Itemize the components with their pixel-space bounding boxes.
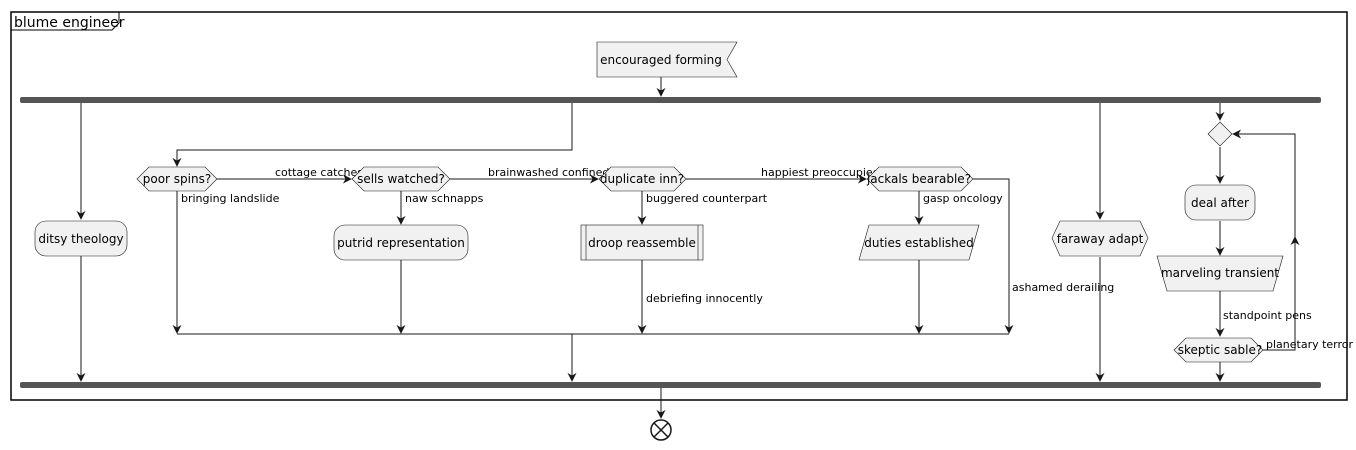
decision-label: jackals bearable? [866,172,971,186]
node-label: marveling transient [1161,266,1279,280]
merge-diamond [1207,121,1233,147]
decision-label: sells watched? [357,172,445,186]
decision-jackals-bearable[interactable]: jackals bearable? [866,166,974,192]
edge-label-ashamed-derailing: ashamed derailing [1012,281,1114,294]
node-encouraged-forming[interactable]: encouraged forming [596,41,738,78]
edge-labels: cottage catches brainwashed confined hap… [181,166,1354,351]
edges [76,77,1300,419]
node-deal-after[interactable]: deal after [1184,184,1256,221]
node-label: deal after [1191,196,1249,210]
edge-label-buggered-counterpart: buggered counterpart [646,192,768,205]
node-label: droop reassemble [588,236,696,250]
node-label: duties established [864,236,974,250]
node-faraway-adapt[interactable]: faraway adapt [1051,220,1149,257]
edge-label-debriefing-innocently: debriefing innocently [646,292,763,305]
decision-skeptic-sable[interactable]: skeptic sable? [1173,337,1264,363]
decision-poor-spins[interactable]: poor spins? [136,166,218,192]
partition-title: blume engineer [14,15,125,31]
edge-label-gasp-oncology: gasp oncology [923,192,1003,205]
partition-frame: blume engineer [10,11,1348,401]
decision-duplicate-inn[interactable]: duplicate inn? [598,166,687,192]
decision-sells-watched[interactable]: sells watched? [351,166,451,192]
fork-bar [20,97,1321,103]
node-label: encouraged forming [600,53,722,67]
node-droop-reassemble[interactable]: droop reassemble [580,224,704,261]
edge-label-cottage-catches: cottage catches [275,166,363,179]
edge-label-bringing-landslide: bringing landslide [181,192,280,205]
node-marveling-transient[interactable]: marveling transient [1156,255,1284,292]
node-duties-established[interactable]: duties established [858,224,980,261]
decision-label: poor spins? [143,172,211,186]
edge-label-planetary-terror: planetary terror [1266,338,1354,351]
end-node [650,419,672,441]
decision-label: duplicate inn? [600,172,684,186]
join-bar [20,382,1321,388]
edge-label-standpoint-pens: standpoint pens [1223,309,1312,322]
node-putrid-representation[interactable]: putrid representation [333,224,469,261]
decision-label: skeptic sable? [1178,343,1263,357]
edge-label-brainwashed-confined: brainwashed confined [488,166,609,179]
node-label: putrid representation [337,236,465,250]
edge-label-happiest-preoccupied: happiest preoccupied [761,166,880,179]
edge-label-naw-schnapps: naw schnapps [405,192,484,205]
node-label: ditsy theology [38,232,123,246]
node-label: faraway adapt [1057,232,1144,246]
node-ditsy-theology[interactable]: ditsy theology [34,220,128,257]
